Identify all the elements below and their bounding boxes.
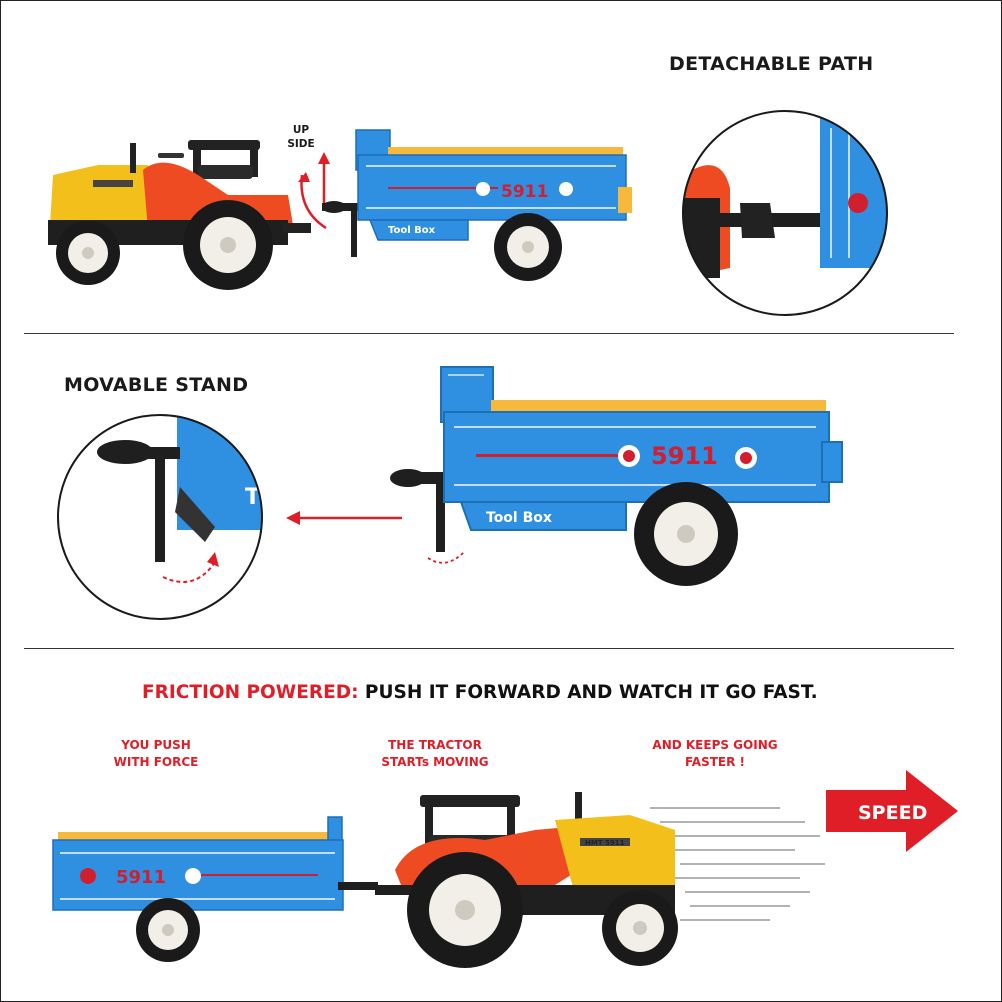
trailer-number-text: 5911 <box>501 182 548 202</box>
tagline-black: PUSH IT FORWARD AND WATCH IT GO FAST. <box>364 682 818 703</box>
step-push: YOU PUSH WITH FORCE <box>113 738 199 769</box>
speed-lines <box>650 807 825 921</box>
heading-detachable-path: DETACHABLE PATH <box>669 53 874 75</box>
trailer-side-image: 5911 Tool Box <box>322 129 632 281</box>
trailer-toolbox-text: Tool Box <box>388 225 436 236</box>
trailer-bottom-image: 5911 <box>52 816 378 962</box>
tagline-red: FRICTION POWERED: <box>142 682 359 703</box>
speed-arrow-icon: SPEED <box>826 770 958 852</box>
trailer-large-toolbox-text: Tool Box <box>486 510 552 526</box>
friction-tagline: FRICTION POWERED: PUSH IT FORWARD AND WA… <box>142 682 818 703</box>
step-faster: AND KEEPS GOING FASTER ! <box>652 738 778 769</box>
trailer-bottom-number-text: 5911 <box>116 867 166 888</box>
step-starts-moving: THE TRACTOR STARTs MOVING <box>381 738 489 769</box>
stand-zoom-circle: T <box>57 414 263 620</box>
divider-2 <box>24 648 954 649</box>
tractor-side-image <box>48 140 311 290</box>
detachable-zoom-circle <box>682 110 888 316</box>
trailer-large-image: 5911 Tool Box <box>390 366 843 586</box>
heading-movable-stand: MOVABLE STAND <box>64 374 249 396</box>
up-arrow-icon <box>298 152 330 230</box>
trailer-large-number-text: 5911 <box>651 442 718 470</box>
tractor-model-text: HMT 5911 <box>585 839 625 847</box>
up-side-label: UP SIDE <box>287 124 315 150</box>
svg-text:T: T <box>245 485 260 510</box>
tractor-bottom-image: HMT 5911 <box>375 792 678 968</box>
speed-label: SPEED <box>858 802 927 824</box>
left-arrow-icon <box>286 511 402 525</box>
divider-1 <box>24 333 954 334</box>
